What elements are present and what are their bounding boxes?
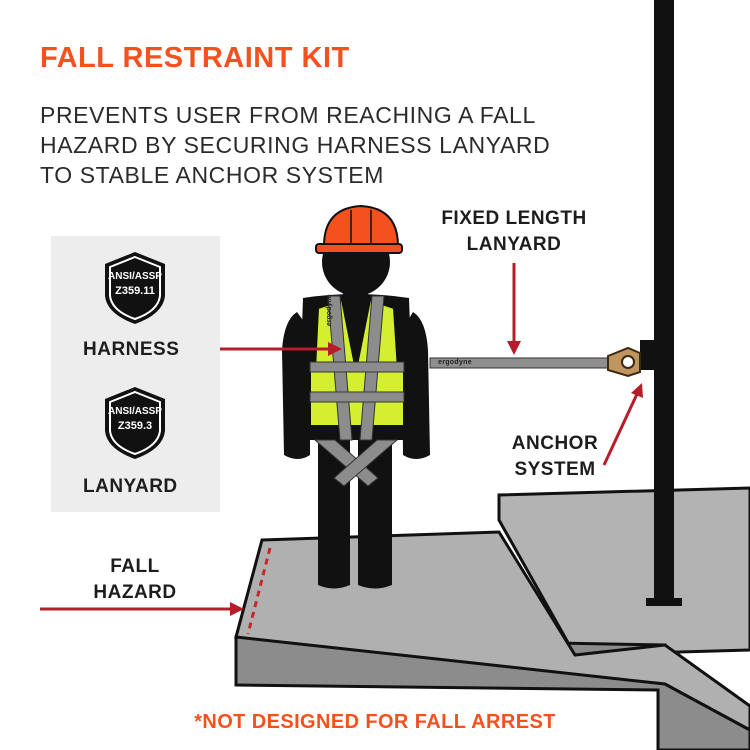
harness-webbing (309, 295, 405, 487)
label-line: ANCHOR (511, 433, 599, 454)
harness-label: HARNESS (83, 339, 180, 360)
anchor-bracket (640, 340, 655, 370)
fall-edge-line (246, 547, 272, 635)
snap-hook-icon (607, 346, 641, 378)
label-line: SYSTEM (514, 459, 596, 480)
badge-standard-code: Z359.3 (117, 420, 153, 432)
lanyard-brand-mark: ergodyne (438, 359, 472, 366)
pole-base (646, 598, 682, 606)
label-line: FIXED LENGTH (441, 208, 587, 229)
shield-badge-icon (105, 387, 165, 459)
label-line: HAZARD (93, 582, 177, 603)
label-line: FALL (110, 556, 160, 577)
anchor-system-label: ANCHOR SYSTEM (495, 431, 615, 483)
page-title: FALL RESTRAINT KIT (40, 42, 350, 74)
anchor-pole (654, 0, 674, 604)
fall-hazard-label: FALL HAZARD (75, 554, 195, 606)
label-line: LANYARD (466, 234, 562, 255)
harness-cert-badge: ANSI/ASSP Z359.11 (103, 250, 167, 326)
subtitle-line: HAZARD BY SECURING HARNESS LANYARD (40, 132, 551, 158)
disclaimer-footer: *NOT DESIGNED FOR FALL ARREST (194, 711, 556, 733)
fixed-length-lanyard-label: FIXED LENGTH LANYARD (424, 206, 604, 258)
badge-standard-org: ANSI/ASSP (108, 271, 162, 282)
subtitle-line: PREVENTS USER FROM REACHING A FALL (40, 102, 536, 128)
lanyard-cert-badge: ANSI/ASSP Z359.3 (103, 385, 167, 461)
harness-brand-mark: ergodyne (326, 294, 333, 326)
subtitle-line: TO STABLE ANCHOR SYSTEM (40, 162, 384, 188)
badge-standard-code: Z359.11 (115, 285, 155, 297)
arrow-lanyard (507, 263, 521, 355)
shield-badge-icon (105, 252, 165, 324)
badge-standard-org: ANSI/ASSP (108, 406, 162, 417)
lanyard-label: LANYARD (83, 476, 178, 497)
subtitle: PREVENTS USER FROM REACHING A FALL HAZAR… (40, 100, 550, 190)
hard-hat-icon (315, 204, 403, 254)
arrow-fall-hazard (40, 602, 244, 616)
arrow-anchor (602, 383, 643, 466)
